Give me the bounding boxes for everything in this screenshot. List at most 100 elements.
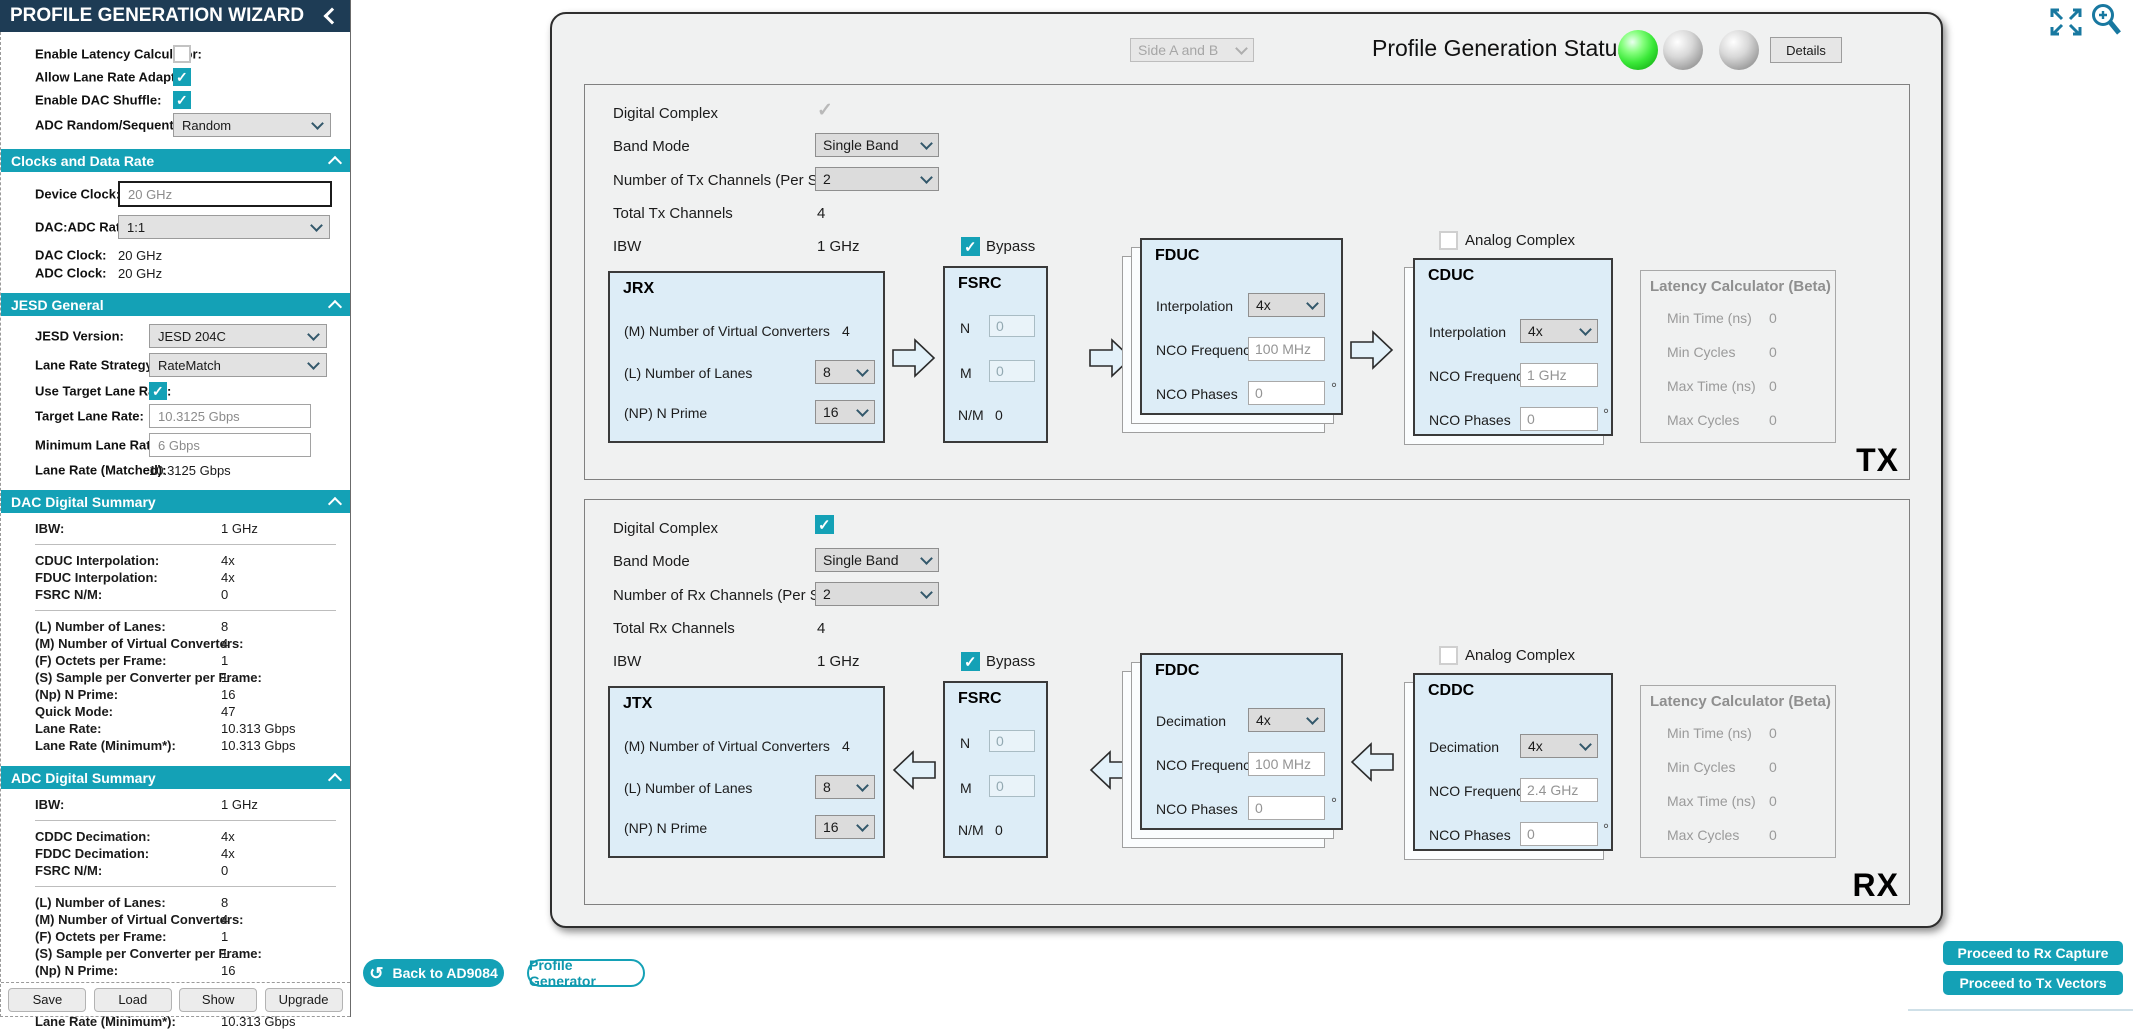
section-header-dac-summary[interactable]: DAC Digital Summary <box>1 490 350 513</box>
profile-generator-button[interactable]: Profile Generator <box>527 959 645 987</box>
chevron-up-icon <box>328 497 342 511</box>
latency-value: 0 <box>1769 344 1777 360</box>
target-lane-rate-input[interactable]: 10.3125 Gbps <box>149 404 311 428</box>
summary-row: Quick Mode:47 <box>1 703 350 720</box>
chevron-down-icon <box>1235 42 1248 55</box>
summary-row: IBW:1 GHz <box>1 520 350 537</box>
jtx-nprime-select[interactable]: 16 <box>815 815 875 839</box>
tx-channels-select[interactable]: 2 <box>815 167 939 191</box>
latency-value: 0 <box>1769 725 1777 741</box>
load-button[interactable]: Load <box>94 988 172 1012</box>
jrx-nprime-select[interactable]: 16 <box>815 400 875 424</box>
fduc-nco-frequency-input[interactable]: 100 MHz <box>1248 337 1325 361</box>
tx-digital-complex-label: Digital Complex <box>613 105 718 122</box>
enable-dac-shuffle-checkbox[interactable] <box>173 91 191 109</box>
cduc-nco-phases-input[interactable]: 0 <box>1520 407 1598 431</box>
rx-digital-complex-checkbox[interactable] <box>815 515 834 534</box>
tx-band-mode-value: Single Band <box>823 137 899 153</box>
use-target-lane-rate-checkbox[interactable] <box>149 382 167 400</box>
lane-rate-strategy-row: Lane Rate Strategy: RateMatch <box>1 352 350 378</box>
rx-fsrc-m-input[interactable]: 0 <box>989 775 1035 797</box>
lane-rate-strategy-select[interactable]: RateMatch <box>149 353 327 377</box>
rx-analog-complex-checkbox[interactable] <box>1439 646 1458 665</box>
section-header-jesd[interactable]: JESD General <box>1 293 350 316</box>
enable-latency-calculator-checkbox[interactable] <box>173 45 191 63</box>
summary-value: 8 <box>221 619 228 634</box>
use-target-lane-rate-row: Use Target Lane Rate: <box>1 381 350 401</box>
jrx-lanes-select[interactable]: 8 <box>815 360 875 384</box>
fduc-interpolation-select[interactable]: 4x <box>1248 293 1325 317</box>
cduc-interpolation-value: 4x <box>1528 323 1543 339</box>
tx-tag: TX <box>1856 442 1899 479</box>
rx-bypass-checkbox[interactable] <box>961 652 980 671</box>
summary-value: 1 GHz <box>221 521 258 536</box>
allow-lane-rate-adapt-checkbox[interactable] <box>173 68 191 86</box>
flow-arrow-right-icon <box>891 336 937 380</box>
tx-bypass-checkbox[interactable] <box>961 237 980 256</box>
fduc-nco-phases-input[interactable]: 0 <box>1248 381 1325 405</box>
option-row: Allow Lane Rate Adapt: <box>1 67 350 86</box>
summary-value: 8 <box>221 895 228 910</box>
sidebar-button-row: Save Load Show Upgrade <box>1 982 350 1016</box>
show-button[interactable]: Show <box>179 988 257 1012</box>
chevron-down-icon <box>1579 738 1592 751</box>
upgrade-button[interactable]: Upgrade <box>265 988 343 1012</box>
latency-label: Max Cycles <box>1667 412 1739 428</box>
summary-value: 16 <box>221 963 235 978</box>
rx-band-mode-select[interactable]: Single Band <box>815 548 939 572</box>
tx-band-mode-select[interactable]: Single Band <box>815 133 939 157</box>
tx-analog-complex-checkbox[interactable] <box>1439 231 1458 250</box>
cddc-nco-phases-input[interactable]: 0 <box>1520 822 1598 846</box>
cduc-nco-frequency-input[interactable]: 1 GHz <box>1520 363 1598 387</box>
tx-fsrc-n-input[interactable]: 0 <box>989 315 1035 337</box>
adc-random-sequential-select[interactable]: Random <box>173 113 331 137</box>
adc-summary-header-label: ADC Digital Summary <box>11 770 156 786</box>
expand-fullscreen-icon[interactable] <box>2048 6 2084 43</box>
jrx-np-value: 16 <box>823 404 839 420</box>
rx-fsrc-n-input[interactable]: 0 <box>989 730 1035 752</box>
latency-value: 0 <box>1769 310 1777 326</box>
dac-adc-ratio-select[interactable]: 1:1 <box>118 215 330 239</box>
divider <box>1908 1009 2133 1011</box>
dac-adc-ratio-value: 1:1 <box>127 220 145 235</box>
jtx-lanes-select[interactable]: 8 <box>815 775 875 799</box>
zoom-in-icon[interactable] <box>2088 2 2122 45</box>
save-button[interactable]: Save <box>8 988 86 1012</box>
summary-row: FDDC Decimation:4x <box>1 845 350 862</box>
cduc-nco-phases-value: 0 <box>1527 411 1535 427</box>
jesd-version-select[interactable]: JESD 204C <box>149 324 327 348</box>
collapse-sidebar-icon[interactable] <box>324 8 341 25</box>
divider <box>35 610 336 611</box>
back-to-ad9084-button[interactable]: ↺ Back to AD9084 <box>363 959 504 987</box>
back-to-ad9084-label: Back to AD9084 <box>392 965 497 981</box>
details-button[interactable]: Details <box>1770 37 1842 63</box>
fduc-interpolation-label: Interpolation <box>1156 298 1233 314</box>
cddc-nco-frequency-label: NCO Frequency <box>1429 783 1530 799</box>
divider <box>35 886 336 887</box>
side-select[interactable]: Side A and B <box>1130 38 1254 62</box>
latency-row: Min Time (ns)0 <box>1641 301 1835 335</box>
cddc-title: CDDC <box>1428 682 1474 700</box>
section-header-adc-summary[interactable]: ADC Digital Summary <box>1 766 350 789</box>
cddc-decimation-select[interactable]: 4x <box>1520 734 1598 758</box>
lane-rate-strategy-value: RateMatch <box>158 358 221 373</box>
cddc-nco-frequency-input[interactable]: 2.4 GHz <box>1520 778 1598 802</box>
fddc-decimation-select[interactable]: 4x <box>1248 708 1325 732</box>
dac-clock-value: 20 GHz <box>118 248 162 263</box>
tx-fsrc-m-input[interactable]: 0 <box>989 360 1035 382</box>
fddc-nco-frequency-input[interactable]: 100 MHz <box>1248 752 1325 776</box>
cduc-interpolation-select[interactable]: 4x <box>1520 319 1598 343</box>
tx-digital-complex-checkmark-icon[interactable]: ✓ <box>817 99 833 122</box>
proceed-to-rx-capture-button[interactable]: Proceed to Rx Capture <box>1943 941 2123 965</box>
summary-value: 1 <box>221 653 228 668</box>
summary-row: (Np) N Prime:16 <box>1 686 350 703</box>
dac-clock-label: DAC Clock: <box>35 248 107 263</box>
fddc-nco-phases-input[interactable]: 0 <box>1248 796 1325 820</box>
summary-label: Lane Rate (Minimum*): <box>35 1014 176 1029</box>
fduc-title: FDUC <box>1155 247 1199 265</box>
device-clock-input[interactable]: 20 GHz <box>118 181 332 207</box>
proceed-to-tx-vectors-button[interactable]: Proceed to Tx Vectors <box>1943 971 2123 995</box>
minimum-lane-rate-input[interactable]: 6 Gbps <box>149 433 311 457</box>
section-header-clocks[interactable]: Clocks and Data Rate <box>1 149 350 172</box>
rx-channels-select[interactable]: 2 <box>815 582 939 606</box>
